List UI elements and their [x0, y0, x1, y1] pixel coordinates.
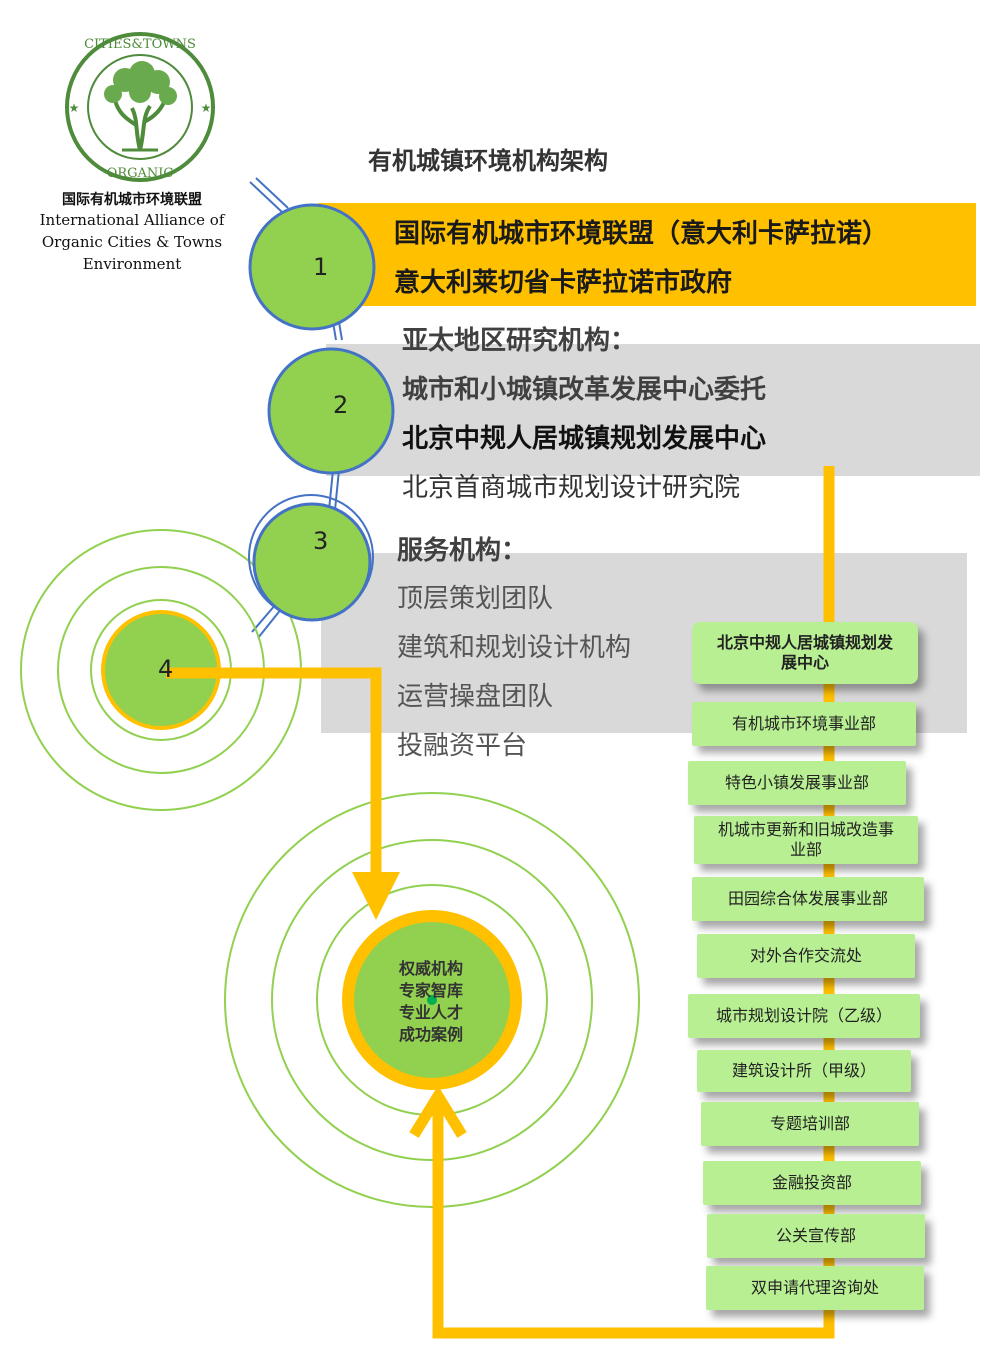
org-name-en-2: Organic Cities & Towns — [41, 233, 223, 251]
logo-star-right: ★ — [201, 101, 212, 115]
logo-star-left: ★ — [69, 101, 80, 115]
dept-item-8: 专题培训部 — [701, 1102, 919, 1146]
logo-text-top: CITIES&TOWNS — [84, 37, 196, 52]
dept-item-11: 双申请代理咨询处 — [706, 1266, 924, 1310]
page-title: 有机城镇环境机构架构 — [368, 147, 608, 175]
tier2-line-2: 城市和小城镇改革发展中心委托 — [402, 375, 767, 405]
tier3-line-5: 投融资平台 — [397, 731, 528, 761]
tier4-number: 4 — [158, 655, 174, 683]
org-logo: CITIES&TOWNS ORGANIC ★ ★ — [65, 32, 215, 182]
org-name-en-1: International Alliance of — [39, 211, 225, 229]
tier3-line-4: 运营操盘团队 — [397, 682, 554, 712]
tier2-band — [326, 344, 980, 476]
tier3-circle — [252, 502, 372, 622]
logo-text-bottom: ORGANIC — [107, 166, 174, 181]
dept-item-3: 机城市更新和旧城改造事业部 — [694, 816, 918, 864]
tier2-circle — [267, 347, 395, 475]
dept-item-6: 城市规划设计院（乙级） — [688, 994, 920, 1038]
tier2-line-4: 北京首商城市规划设计研究院 — [402, 473, 741, 503]
dept-head: 北京中规人居城镇规划发展中心 — [692, 622, 918, 684]
center-line-3: 专业人才 — [399, 1003, 464, 1022]
center-line-4: 成功案例 — [399, 1025, 464, 1044]
tier2-number: 2 — [333, 391, 349, 419]
dept-item-7: 建筑设计所（甲级） — [697, 1050, 911, 1092]
dept-item-1: 有机城市环境事业部 — [692, 702, 916, 746]
tier1-circle — [248, 203, 376, 331]
arrow-head-up — [409, 1085, 467, 1138]
center-line-2: 专家智库 — [399, 981, 464, 1000]
center-line-1: 权威机构 — [399, 959, 464, 978]
center-dot — [427, 995, 437, 1005]
org-name-cn: 国际有机城市环境联盟 — [62, 192, 202, 208]
tier3-line-1: 服务机构： — [397, 536, 528, 566]
arrow-head-down — [352, 872, 400, 920]
tier1-line-1: 国际有机城市环境联盟（意大利卡萨拉诺） — [394, 219, 889, 249]
dept-item-9: 金融投资部 — [703, 1161, 921, 1205]
dept-item-5: 对外合作交流处 — [697, 934, 915, 978]
tier1-line-2: 意大利莱切省卡萨拉诺市政府 — [394, 268, 733, 298]
tier2-line-1: 亚太地区研究机构： — [402, 326, 637, 356]
tier2-line-3: 北京中规人居城镇规划发展中心 — [402, 424, 767, 454]
tier1-number: 1 — [313, 253, 329, 281]
dept-item-4: 田园综合体发展事业部 — [692, 877, 924, 921]
tier3-number: 3 — [313, 527, 329, 555]
tier3-line-2: 顶层策划团队 — [397, 584, 554, 614]
tier3-line-3: 建筑和规划设计机构 — [397, 633, 632, 663]
tier1-band — [318, 203, 976, 306]
org-name: 国际有机城市环境联盟 International Alliance of Org… — [20, 189, 244, 275]
org-name-en-3: Environment — [82, 255, 182, 273]
center-labels: 权威机构 专家智库 专业人才 成功案例 — [399, 958, 463, 1046]
dept-item-10: 公关宣传部 — [707, 1214, 925, 1258]
dept-item-2: 特色小镇发展事业部 — [688, 761, 906, 805]
